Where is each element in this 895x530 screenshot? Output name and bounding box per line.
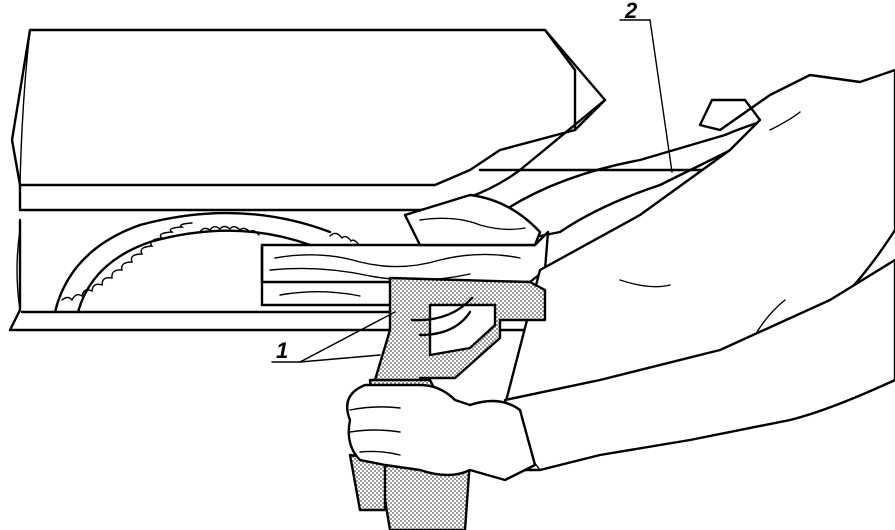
blade-guard: [10, 28, 607, 212]
left-hand: [345, 383, 537, 482]
callout-label-2: 2: [624, 0, 638, 23]
callout-label-1: 1: [276, 338, 288, 363]
saw-blade: [53, 211, 360, 314]
callout-leaders: [271, 19, 673, 363]
